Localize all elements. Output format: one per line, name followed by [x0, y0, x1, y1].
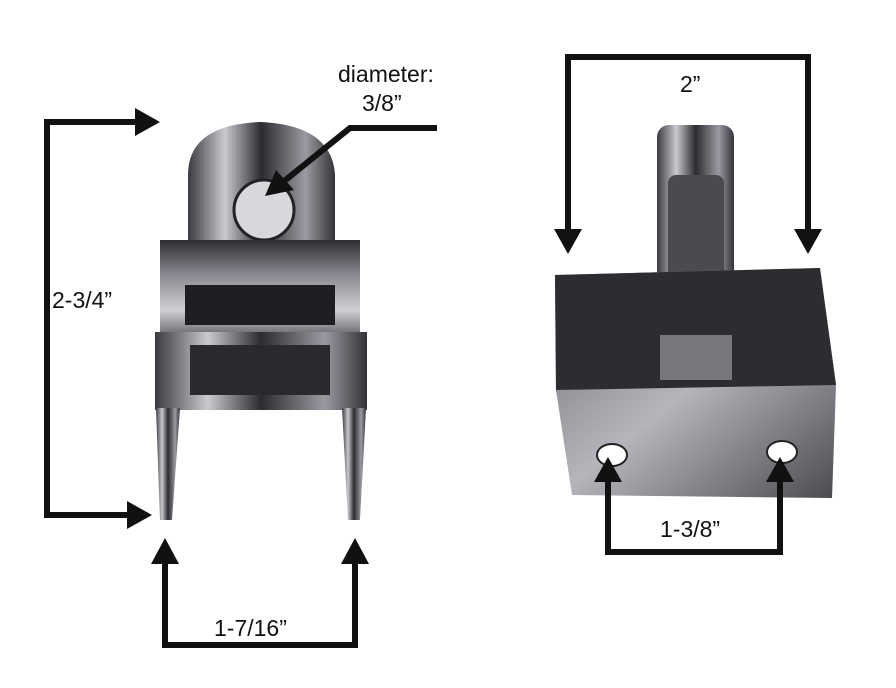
right-bracket-hole-left — [596, 443, 628, 467]
diameter-title-label: diameter: — [338, 61, 434, 87]
right-width-label: 2” — [680, 71, 700, 97]
right-width-dimension: 2” — [554, 54, 822, 254]
left-leg-spacing-dimension: 1-7/16” — [151, 538, 369, 648]
height-label: 2-3/4” — [52, 287, 112, 313]
right-bracket-hole-right — [766, 440, 798, 464]
right-hole-spacing-label: 1-3/8” — [660, 516, 720, 542]
height-dimension: 2-3/4” — [44, 108, 160, 529]
right-hole-spacing-dimension: 1-3/8” — [594, 457, 794, 555]
left-bracket-photo — [155, 122, 367, 520]
left-bracket-leg-left — [156, 408, 180, 520]
right-bracket-photo — [555, 125, 836, 498]
left-leg-spacing-label: 1-7/16” — [214, 615, 287, 641]
diameter-dimension: diameter: 3/8” — [265, 61, 437, 196]
diameter-value-label: 3/8” — [362, 90, 402, 116]
left-bracket-leg-right — [342, 408, 366, 520]
